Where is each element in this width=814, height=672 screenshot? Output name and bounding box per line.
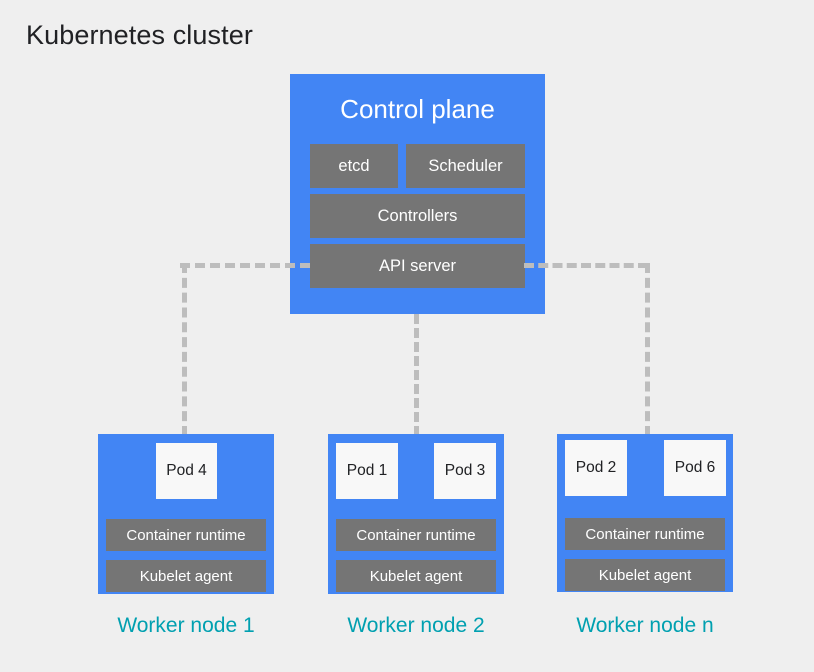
worker-node-n-pod-area: Pod 2 Pod 6 bbox=[557, 440, 733, 502]
worker-node-2-container-runtime: Container runtime bbox=[336, 519, 496, 551]
pod-3: Pod 3 bbox=[434, 443, 496, 499]
worker-node-2-label: Worker node 2 bbox=[347, 614, 485, 637]
worker-node-1-box: Pod 4 Container runtime Kubelet agent bbox=[98, 434, 274, 594]
control-plane-box: Control plane etcd Scheduler Controllers… bbox=[290, 74, 545, 314]
worker-node-1-label: Worker node 1 bbox=[117, 614, 255, 637]
worker-node-2-kubelet-agent: Kubelet agent bbox=[336, 560, 496, 592]
control-plane-row-3: API server bbox=[310, 244, 525, 288]
component-scheduler: Scheduler bbox=[406, 144, 525, 188]
control-plane-row-1: etcd Scheduler bbox=[310, 144, 525, 188]
worker-node-n-kubelet-agent: Kubelet agent bbox=[565, 559, 725, 591]
worker-node-1-container-runtime: Container runtime bbox=[106, 519, 266, 551]
pod-2: Pod 2 bbox=[565, 440, 627, 496]
pod-6: Pod 6 bbox=[664, 440, 726, 496]
connector-api-server-to-worker-node-n-horizontal bbox=[524, 263, 648, 268]
control-plane-row-2: Controllers bbox=[310, 194, 525, 238]
connector-api-server-to-worker-node-n-vertical bbox=[645, 263, 650, 436]
worker-node-n-box: Pod 2 Pod 6 Container runtime Kubelet ag… bbox=[557, 434, 733, 592]
component-api-server: API server bbox=[310, 244, 525, 288]
pod-1: Pod 1 bbox=[336, 443, 398, 499]
worker-node-1-kubelet-agent: Kubelet agent bbox=[106, 560, 266, 592]
component-controllers: Controllers bbox=[310, 194, 525, 238]
component-etcd: etcd bbox=[310, 144, 398, 188]
worker-node-n-container-runtime: Container runtime bbox=[565, 518, 725, 550]
connector-control-plane-to-worker-node-2-vertical bbox=[414, 314, 419, 436]
connector-api-server-to-worker-node-1-vertical bbox=[182, 263, 187, 436]
connector-api-server-to-worker-node-1-horizontal bbox=[180, 263, 310, 268]
worker-node-2-box: Pod 1 Pod 3 Container runtime Kubelet ag… bbox=[328, 434, 504, 594]
control-plane-title: Control plane bbox=[340, 94, 495, 124]
page-title: Kubernetes cluster bbox=[26, 20, 253, 50]
worker-node-2-pod-area: Pod 1 Pod 3 bbox=[328, 443, 504, 505]
worker-node-n-label: Worker node n bbox=[576, 614, 714, 637]
pod-4: Pod 4 bbox=[156, 443, 217, 499]
worker-node-1-pod-area: Pod 4 bbox=[98, 443, 274, 505]
